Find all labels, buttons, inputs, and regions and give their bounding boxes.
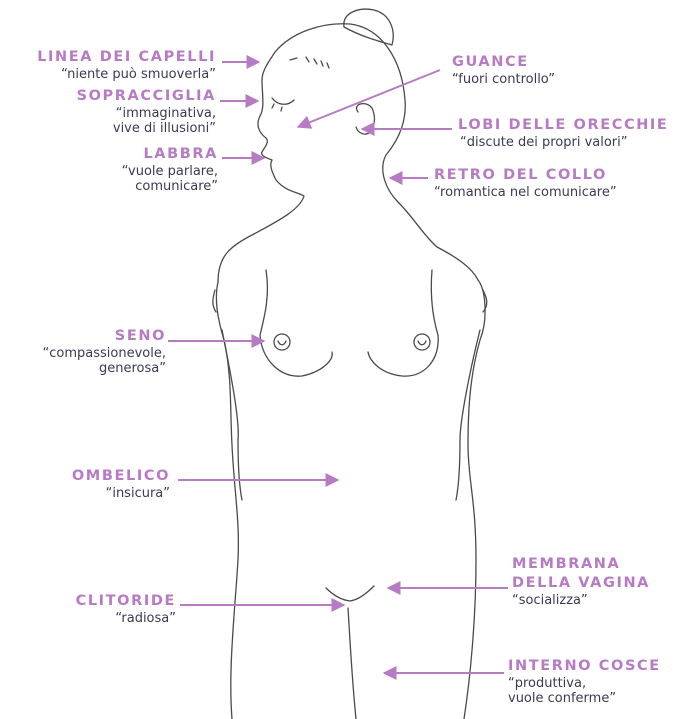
breast-left — [259, 269, 333, 377]
label-quote: “fuori controllo” — [452, 72, 556, 87]
pointer-arrows — [168, 55, 508, 680]
label-quote: “vuole parlare, — [121, 164, 218, 179]
label-title: DELLA VAGINA — [512, 575, 651, 591]
label-quote: vive di illusioni” — [112, 121, 216, 136]
label-earlobes: LOBI DELLE ORECCHIE “discute dei propri … — [458, 116, 668, 150]
label-hairline: LINEA DEI CAPELLI “niente può smuoverla” — [37, 48, 216, 82]
label-quote: comunicare” — [135, 179, 218, 194]
nipple-right — [413, 333, 431, 351]
label-title: OMBELICO — [71, 468, 170, 484]
label-quote: “insicura” — [105, 486, 170, 501]
label-title: RETRO DEL COLLO — [434, 167, 607, 183]
label-inner-thighs: INTERNO COSCE “produttiva, vuole conferm… — [508, 657, 661, 706]
label-quote: vuole conferme” — [508, 691, 617, 706]
label-breast: SENO “compassionevole, generosa” — [43, 327, 166, 376]
label-quote: “discute dei propri valori” — [460, 135, 628, 150]
label-title: LOBI DELLE ORECCHIE — [458, 117, 669, 133]
label-quote: “compassionevole, — [42, 346, 166, 361]
groin — [325, 585, 375, 602]
label-quote: “romantica nel comunicare” — [434, 185, 617, 200]
label-title: LINEA DEI CAPELLI — [37, 49, 216, 65]
label-title: SOPRACCIGLIA — [76, 88, 216, 104]
eye — [271, 97, 295, 105]
face-profile — [217, 51, 305, 283]
nipple-left — [273, 333, 291, 351]
label-hymen: MEMBRANA DELLA VAGINA “socializza” — [512, 555, 650, 608]
hair-bun — [343, 8, 394, 46]
label-title: INTERNO COSCE — [508, 658, 661, 674]
breast-right — [367, 269, 439, 377]
label-lips: LABBRA “vuole parlare, comunicare” — [122, 145, 218, 194]
arrow-cheeks — [296, 69, 441, 129]
label-clitoris: CLITORIDE “radiosa” — [76, 592, 176, 626]
label-cheeks: GUANCE “fuori controllo” — [452, 53, 555, 87]
label-quote: “radiosa” — [115, 611, 176, 626]
label-title: CLITORIDE — [75, 593, 176, 609]
label-navel: OMBELICO “insicura” — [72, 467, 170, 501]
label-quote: “niente può smuoverla” — [61, 67, 216, 82]
label-eyebrows: SOPRACCIGLIA “immaginativa, vive di illu… — [77, 87, 216, 136]
body-outline — [212, 8, 488, 719]
label-quote: generosa” — [99, 361, 166, 376]
label-title: SENO — [114, 328, 166, 344]
label-title: GUANCE — [452, 54, 529, 70]
label-neck-back: RETRO DEL COLLO “romantica nel comunicar… — [434, 166, 617, 200]
label-title: MEMBRANA — [512, 556, 621, 572]
label-quote: “socializza” — [512, 593, 588, 608]
label-quote: “produttiva, — [508, 676, 587, 691]
label-title: LABBRA — [143, 146, 218, 162]
head-back — [274, 23, 479, 281]
label-quote: “immaginativa, — [115, 106, 216, 121]
